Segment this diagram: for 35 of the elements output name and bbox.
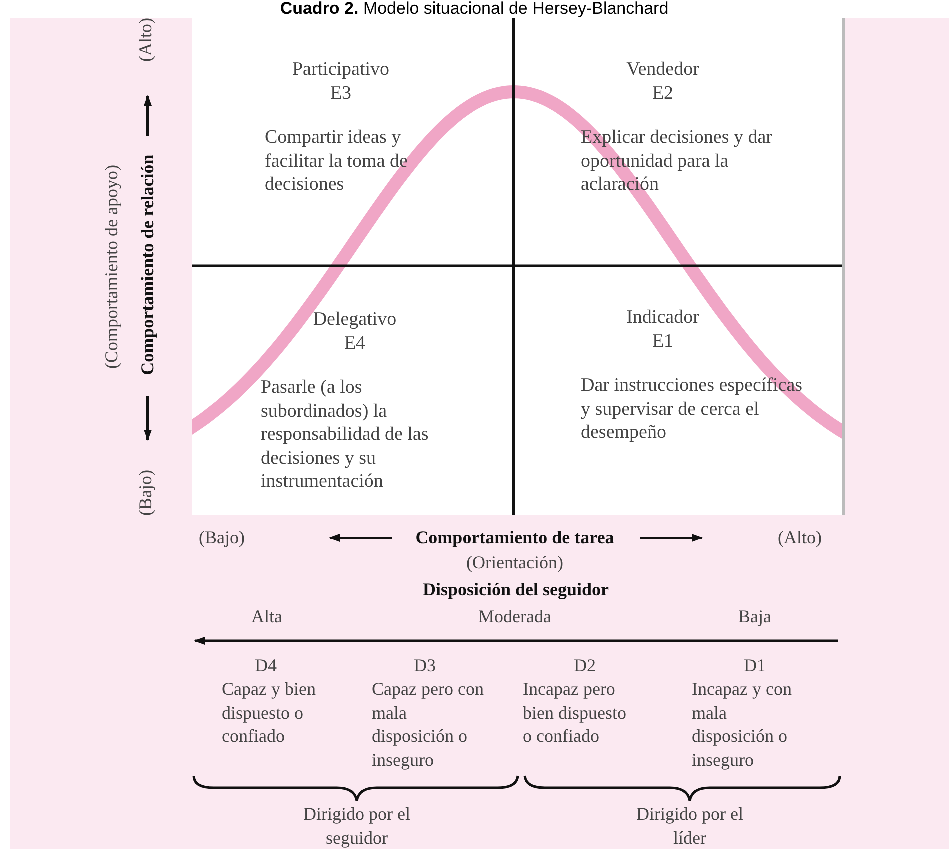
style-code: E4 (343, 332, 367, 356)
axis-subtitle: (Orientación) (466, 551, 564, 574)
readiness-code: D3 (414, 654, 436, 678)
style-description: Explicar decisiones y dar oportunidad para la aclaración (581, 126, 774, 196)
style-name: Vendedor (626, 58, 700, 82)
title: Cuadro 2. Modelo situacional de Hersey-Blanchard (279, 0, 670, 18)
readiness-description: Incapaz pero bien dispuesto o confiado (523, 678, 627, 748)
style-code: E1 (651, 330, 675, 354)
scale-level-label: Baja (738, 605, 772, 628)
style-code: E3 (329, 82, 353, 106)
readiness-code: D2 (574, 654, 596, 678)
readiness-code: D4 (255, 654, 277, 678)
style-name: Delegativo (312, 308, 398, 332)
scale-level-label: Alta (252, 605, 282, 628)
scale-level-label: Moderada (478, 605, 552, 628)
axis-end-label: (Bajo) (199, 526, 245, 550)
axis-end-label: (Alto) (778, 526, 822, 550)
style-description: Pasarle (a los subordinados) la responsabilidad de las decisiones y su instrumentación (261, 376, 430, 494)
readiness-description: Incapaz y con mala disposición o inseguro (692, 678, 793, 772)
scale-title: Disposición del seguidor (422, 578, 610, 602)
brace-caption: Dirigido por el líder (636, 803, 744, 849)
readiness-description: Capaz pero con mala disposición o inseguro (372, 678, 484, 772)
style-name: Indicador (626, 306, 700, 330)
axis-end-label: (Alto) (134, 18, 156, 62)
readiness-description: Capaz y bien dispuesto o confiado (222, 678, 317, 748)
axis-title: Comportamiento de relación (136, 154, 158, 376)
axis-title: Comportamiento de tarea (416, 526, 614, 550)
axis-subtitle: (Comportamiento de apoyo) (100, 165, 122, 369)
style-description: Compartir ideas y facilitar la toma de decisiones (265, 126, 409, 196)
readiness-code: D1 (744, 654, 766, 678)
style-name: Participativo (291, 58, 391, 82)
style-description: Dar instrucciones específicas y supervisar de cerca el desempeño (581, 374, 803, 444)
brace-caption: Dirigido por el seguidor (302, 803, 412, 849)
axis-end-label: (Bajo) (134, 470, 156, 516)
style-code: E2 (651, 82, 675, 106)
